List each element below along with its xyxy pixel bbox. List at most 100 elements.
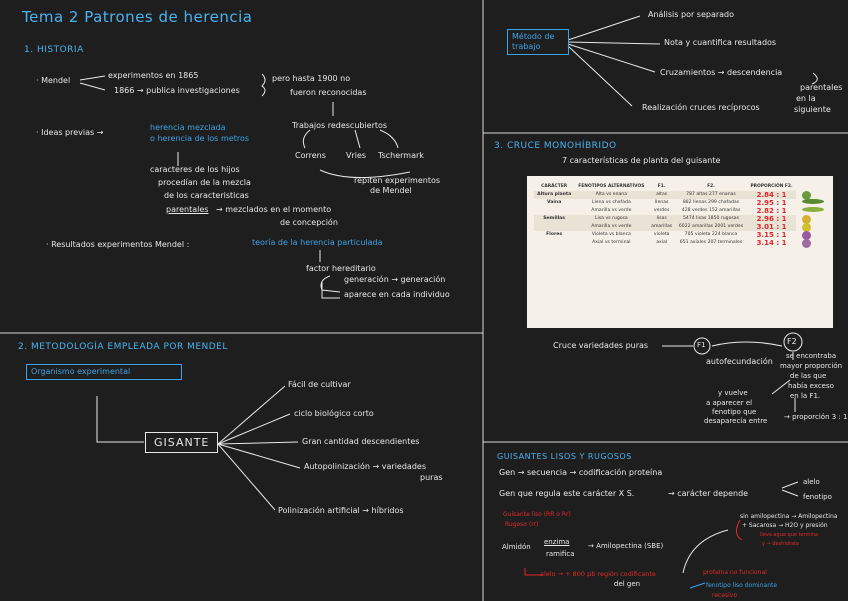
section-heading-historia: 1. HISTORIA [24,45,84,55]
se-encontraba-2: mayor proporción [780,362,842,370]
ramifica-text: ramifica [546,550,574,558]
cell-f1: lisas [648,215,674,223]
metodologia-branch-3: Gran cantidad descendientes [302,437,419,446]
cell-proporcion: 2.84 : 1 [747,191,796,199]
publica-text: 1866 → publica investigaciones [114,86,240,95]
cell-caracter: Altura planta [534,191,574,199]
metodo-branch-3d: siguiente [794,105,831,114]
cell-f2: 882 llenas 299 chafadas [675,199,747,207]
vries-text: Vries [346,151,366,160]
red-note-6: y → deshidrata [762,541,799,547]
y-vuelve-4: desaparecía entre [704,417,767,425]
th-proporcion: PROPORCIÓN F2. [747,183,796,191]
red-note-1: Guisante liso (RR o Rr) [503,511,571,518]
caracteres-line-4: parentales [166,205,208,214]
amilopectina-text: → Amilopectina (SBE) [588,542,663,550]
y-vuelve-2: a aparecer el [706,399,752,407]
se-encontraba-5: en la F1. [790,392,820,400]
cell-f1: violeta [648,231,674,239]
almidon-text: Almidón [502,543,531,551]
metodologia-branch-4b: puras [420,473,443,482]
del-gen-text: del gen [614,580,640,588]
table-row: Flores Violeta vs blanca violeta 705 vio… [534,231,796,239]
variedades-text: Cruce variedades puras [553,341,648,350]
th-fenotipos: FENOTIPOS ALTERNATIVOS [574,183,648,191]
y-vuelve-3: fenotipo que [712,408,756,416]
correns-text: Correns [295,151,326,160]
metodo-branch-1: Análisis por separado [648,10,734,19]
cell-fenotipos: Amarilla vs verde [574,207,648,215]
cell-proporcion: 3.15 : 1 [747,231,796,239]
cell-f2: 787 altas 277 enanas [675,191,747,199]
de-mendel-text: de Mendel [370,186,412,195]
guisante-box: GISANTE [145,432,218,453]
gen-regula-text: Gen que regula este carácter X S. [499,489,634,498]
caracteres-line-2: procedían de la mezcla [158,178,251,187]
o-herencia-text: o herencia de los metros [150,134,249,143]
cell-caracter [534,207,574,215]
cell-caracter: Flores [534,231,574,239]
table-row: Altura planta Alta vs enana altas 787 al… [534,191,796,199]
metodo-branch-2: Nota y cuantifica resultados [664,38,776,47]
caracteristicas-table: CARÁCTER FENOTIPOS ALTERNATIVOS F1. F2. … [527,176,833,328]
metodo-branch-3c: en la [796,94,816,103]
pea-illustration-icon [802,199,824,204]
fenotipo-text: fenotipo [803,493,832,501]
table-row: Amarilla vs verde verdes 428 verdes 152 … [534,207,796,215]
caracteres-line-1: caracteres de los hijos [150,165,240,174]
red-note-3: alelo → + 800 pb región codificante [540,570,656,578]
organismo-box: Organismo experimental [26,364,182,380]
se-encontraba-1: se encontraba [786,352,836,360]
cell-proporcion: 2.82 : 1 [747,207,796,215]
cell-f1: verdes [648,207,674,215]
section-heading-cruce: 3. CRUCE MONOHÍBRIDO [494,141,617,151]
caracteres-line-3: de los caracteristicas [164,191,249,200]
cell-f2: 428 verdes 152 amarillas [675,207,747,215]
experimentos-text: experimentos en 1865 [108,71,198,80]
f1-label: F1 [697,341,705,349]
red-note-5: lleva agua que termina [760,532,818,538]
cell-caracter [534,223,574,231]
section-heading-guisantes: GUISANTES LISOS Y RUGOSOS [497,452,632,461]
cell-f1: axial [648,239,674,247]
cruce-subtitle: 7 características de planta del guisante [562,156,720,165]
metodologia-branch-2: ciclo biológico corto [294,409,374,418]
cell-proporcion: 2.95 : 1 [747,199,796,207]
se-encontraba-3: de las que [790,372,826,380]
proporcion-text: → proporción 3 : 1 [784,413,847,421]
resultados-text: · Resultados experimentos Mendel : [46,240,189,249]
cell-caracter: Semillas [534,215,574,223]
factor-text: factor hereditario [306,264,376,273]
cell-proporcion: 2.96 : 1 [747,215,796,223]
cell-f2: 5474 lisas 1850 rugosas [675,215,747,223]
table-row: Amarilla vs verde amarillas 6022 amarill… [534,223,796,231]
metodologia-branch-4: Autopolinización → variedades [304,462,426,471]
sin-amilopectina-text: sin amilopectina → Amilopectina [740,513,837,520]
cell-fenotipos: Amarilla vs verde [574,223,648,231]
enzima-text: enzima [544,538,569,546]
section-heading-metodologia: 2. METODOLOGÍA EMPLEADA POR MENDEL [18,342,228,352]
y-vuelve-1: y vuelve [718,389,748,397]
generacion-text: generación → generación [344,275,445,284]
cell-f2: 6022 amarillas 2001 verdes [675,223,747,231]
cell-f2: 705 violeta 224 blanca [675,231,747,239]
cell-fenotipos: Alta vs enana [574,191,648,199]
metodologia-branch-5: Polinización artificial → híbridos [278,506,404,515]
mendel-label: · Mendel [36,76,70,85]
cell-fenotipos: Llena vs chafada [574,199,648,207]
tschermark-text: Tschermark [378,151,424,160]
cell-f2: 651 axiales 207 terminales [675,239,747,247]
cell-fenotipos: Axial vs terminal [574,239,648,247]
th-f2: F2. [675,183,747,191]
concepcion-text: de concepción [280,218,338,227]
cell-proporcion: 3.14 : 1 [747,239,796,247]
red-note-7: recesivo [712,592,737,599]
fueron-text: fueron reconocidas [290,88,367,97]
cell-f1: amarillas [648,223,674,231]
cell-f1: llenas [648,199,674,207]
table-row: Semillas Lisa vs rugosa lisas 5474 lisas… [534,215,796,223]
metodo-branch-4: Realización cruces recíprocos [642,103,760,112]
red-note-2: Rugoso (rr) [505,521,538,528]
mezclados-text: → mezclados en el momento [216,205,331,214]
metodo-branch-3: Cruzamientos → descendencia [660,68,782,77]
